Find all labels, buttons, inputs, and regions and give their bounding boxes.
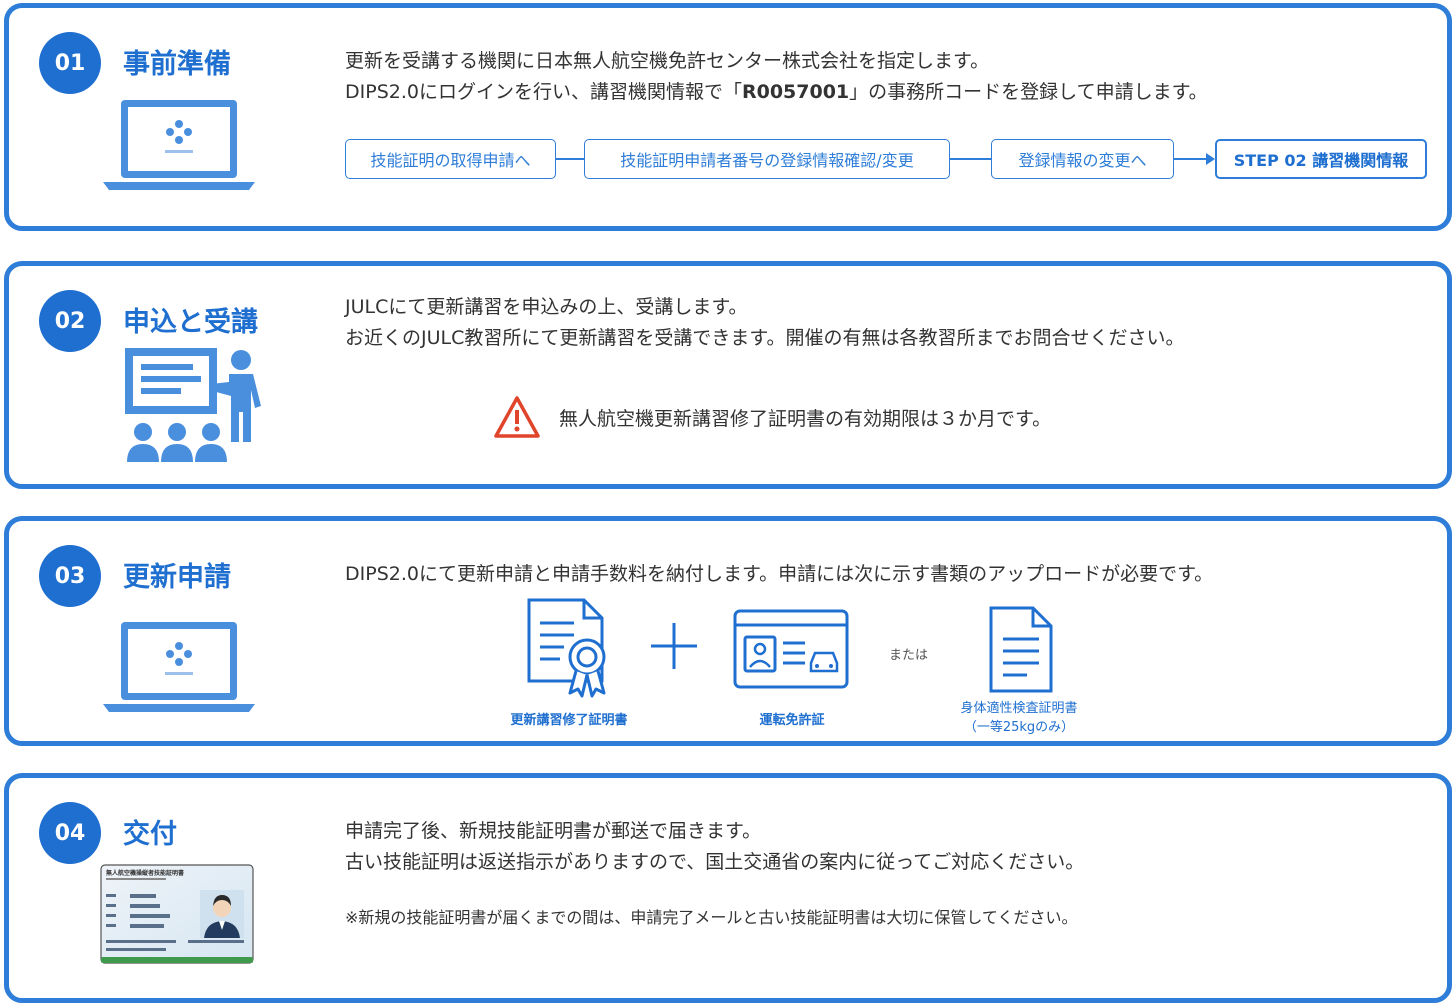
step-title: 交付 — [123, 819, 177, 850]
step-description: 申請完了後、新規技能証明書が郵送で届きます。 古い技能証明は返送指示がありますの… — [345, 816, 1084, 878]
laptop-dips-icon — [103, 100, 255, 190]
step-card-02: 02 申込と受講 JULCにて更新講習を申込みの上、受講します。 お近くのJUL… — [4, 261, 1452, 489]
certificate-icon — [527, 598, 606, 698]
doc-label-physical: 身体適性検査証明書 （一等25kgのみ） — [949, 699, 1089, 737]
desc-line-2: 古い技能証明は返送指示がありますので、国土交通省の案内に従ってご対応ください。 — [345, 851, 1085, 873]
step-title: 申込と受講 — [123, 307, 258, 338]
step-card-03: 03 更新申請 DIPS2.0にて更新申請と申請手数料を納付します。申請には次に… — [4, 516, 1452, 746]
document-icon — [989, 606, 1053, 693]
warning-text: 無人航空機更新講習修了証明書の有効期限は３か月です。 — [559, 408, 1052, 430]
warning-icon — [494, 396, 540, 438]
desc-line-2: お近くのJULC教習所にて更新講習を受講できます。開催の有無は各教習所までお問合… — [345, 327, 1185, 349]
flow-connector — [950, 158, 991, 160]
flow-connector — [556, 158, 584, 160]
desc-line-2-pre: DIPS2.0にログインを行い、講習機関情報で「 — [345, 81, 742, 103]
desc-line-1: JULCにて更新講習を申込みの上、受講します。 — [345, 296, 748, 318]
step-title: 更新申請 — [123, 562, 231, 593]
desc-line-1: 申請完了後、新規技能証明書が郵送で届きます。 — [345, 820, 762, 842]
desc-line-2: DIPS2.0にログインを行い、講習機関情報で「R0057001」の事務所コード… — [345, 77, 1208, 108]
desc-line-2-post: 」の事務所コードを登録して申請します。 — [849, 81, 1208, 103]
step-card-04: 04 交付 無人航空機操縦者技能証明書 申請完了後、新規技能証明書が郵送で届きま… — [4, 773, 1452, 1003]
office-code: R0057001 — [741, 81, 850, 103]
step-card-01: 01 事前準備 更新を受講する機関に日本無人航空機免許センター株式会社を指定しま… — [4, 3, 1452, 231]
step-number: 04 — [39, 802, 101, 864]
step-number: 01 — [39, 32, 101, 94]
arrow-right-icon — [1206, 153, 1215, 165]
step-description: DIPS2.0にて更新申請と申請手数料を納付します。申請には次に示す書類のアップ… — [345, 563, 1214, 585]
plus-icon — [651, 623, 697, 669]
lecture-icon — [125, 348, 261, 462]
flow-step-2: 技能証明申請者番号の登録情報確認/変更 — [584, 139, 950, 179]
step-number: 03 — [39, 545, 101, 607]
flow-step-1: 技能証明の取得申請へ — [345, 139, 556, 179]
storage-note: ※新規の技能証明書が届くまでの間は、申請完了メールと古い技能証明書は大切に保管し… — [345, 908, 1078, 927]
step-description: 更新を受講する機関に日本無人航空機免許センター株式会社を指定します。 DIPS2… — [345, 46, 1208, 108]
desc-line-1: 更新を受講する機関に日本無人航空機免許センター株式会社を指定します。 — [345, 50, 990, 72]
or-label: または — [889, 648, 929, 663]
license-card-icon: 無人航空機操縦者技能証明書 — [100, 864, 254, 964]
laptop-dips-icon — [103, 622, 255, 712]
doc-label-physical-line-2: （一等25kgのみ） — [963, 720, 1075, 735]
flow-step-3: 登録情報の変更へ — [991, 139, 1174, 179]
doc-label-certificate: 更新講習修了証明書 — [510, 713, 628, 728]
license-card-title: 無人航空機操縦者技能証明書 — [106, 869, 184, 877]
flow-step-4: STEP 02 講習機関情報 — [1215, 139, 1427, 179]
doc-label-license: 運転免許証 — [759, 713, 825, 728]
doc-label-physical-line-1: 身体適性検査証明書 — [960, 701, 1078, 716]
drivers-license-icon — [733, 609, 849, 689]
step-description: JULCにて更新講習を申込みの上、受講します。 お近くのJULC教習所にて更新講… — [345, 292, 1184, 354]
step-title: 事前準備 — [123, 49, 231, 80]
flow-connector — [1174, 158, 1206, 160]
step-number: 02 — [39, 290, 101, 352]
